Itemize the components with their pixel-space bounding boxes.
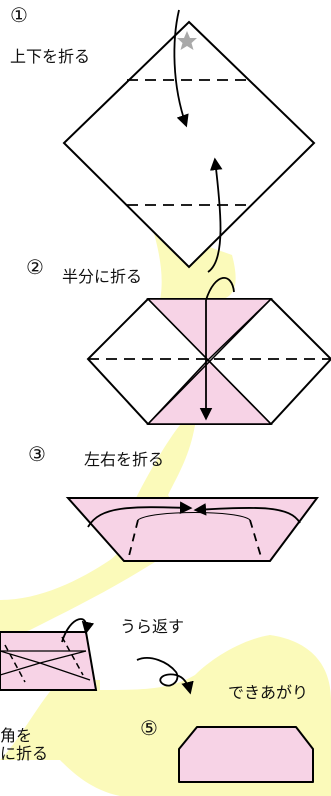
step1-paper-diamond bbox=[62, 20, 316, 269]
step3-number: ③ bbox=[28, 442, 46, 466]
step1-instruction: 上下を折る bbox=[10, 47, 91, 66]
step5-instruction: できあがり bbox=[228, 683, 309, 702]
fold-arrow-icon bbox=[61, 618, 95, 643]
star-icon bbox=[177, 31, 197, 50]
fold-arrow-icon bbox=[173, 9, 189, 128]
fold-arrow-icon bbox=[207, 157, 223, 273]
step1-number: ① bbox=[10, 3, 28, 27]
flip-arrow-icon bbox=[136, 657, 194, 695]
step5-number: ⑤ bbox=[140, 716, 158, 740]
step3-paper bbox=[65, 497, 319, 562]
step3-instruction: 左右を折る bbox=[84, 450, 165, 469]
step2-number: ② bbox=[26, 255, 44, 279]
step3-diagram bbox=[65, 497, 319, 562]
step1-diagram bbox=[62, 9, 316, 273]
fold-arrow-icon bbox=[193, 503, 301, 524]
step5-paper bbox=[178, 726, 314, 783]
step2-instruction: 半分に折る bbox=[62, 267, 143, 286]
fold-arrow-icon bbox=[87, 501, 193, 528]
step4-diagram bbox=[0, 618, 98, 691]
flip-instruction: うら返す bbox=[120, 617, 185, 636]
step2-diagram bbox=[86, 277, 331, 425]
fold-arrow-icon bbox=[205, 277, 235, 301]
step5-diagram bbox=[178, 726, 314, 783]
step4-instruction: 角を に折る bbox=[0, 726, 49, 763]
